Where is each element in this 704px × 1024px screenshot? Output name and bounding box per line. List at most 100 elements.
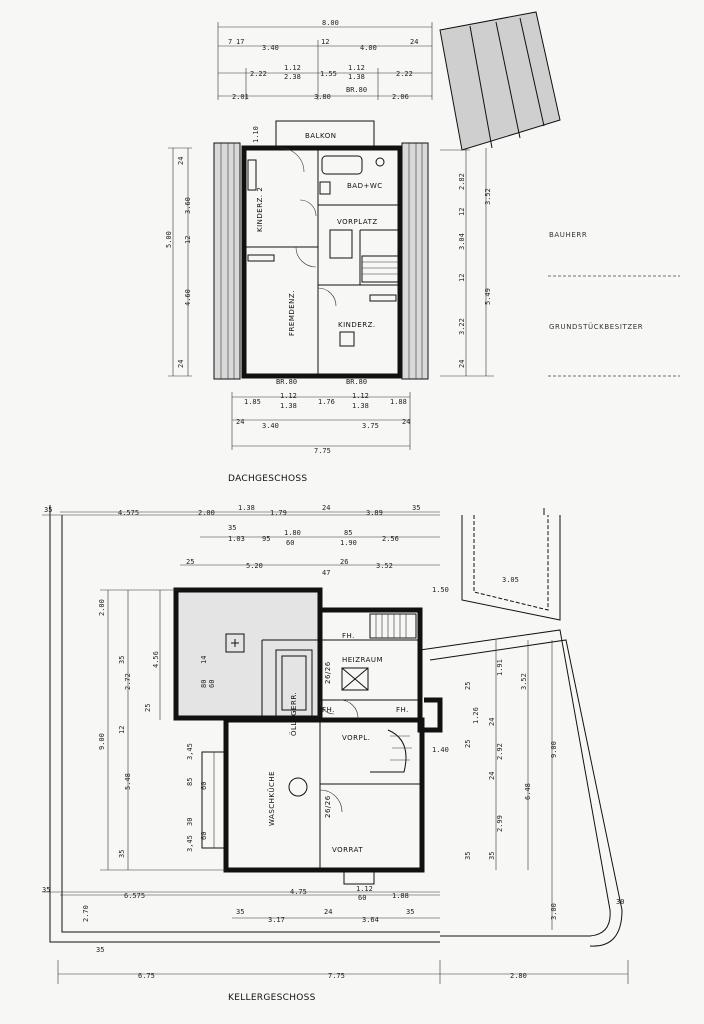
basement-dim: 3.17 (268, 916, 285, 924)
basement-dim: 60 (200, 832, 208, 840)
basement-dim: 2.00 (198, 509, 215, 517)
basement-outer-walls (223, 717, 425, 873)
attic-dim: 12 (458, 274, 466, 282)
unexcavated-zone (173, 587, 323, 721)
attic-dim: 1.88 (390, 398, 407, 406)
attic-dim: 24 (458, 360, 466, 368)
basement-dim: 35 (42, 886, 50, 894)
basement-dim: 6.575 (124, 892, 145, 900)
basement-dim: 60 (286, 539, 294, 547)
basement-dim: 35 (412, 504, 420, 512)
attic-dim: 1.55 (320, 70, 337, 78)
attic-dim: 1.38 (352, 402, 369, 410)
attic-dim: BR.80 (346, 378, 367, 386)
basement-dim: 14 (200, 656, 208, 664)
fh-label: FH. (322, 706, 335, 714)
basement-dim: 24 (488, 772, 496, 780)
basement-dim: 4.56 (152, 651, 160, 668)
basement-dim: 60 (208, 680, 216, 688)
land-owner-label: GRUNDSTÜCKBESITZER (549, 322, 643, 331)
attic-dim-total-width: 8.00 (322, 19, 339, 27)
attic-dim: 1.38 (348, 73, 365, 81)
landing-label: VORPLATZ (337, 218, 378, 226)
basement-dim: 2.92 (496, 743, 504, 760)
attic-dim: 1.12 (280, 392, 297, 400)
basement-dim: 24 (324, 908, 332, 916)
attic-dim: 2.82 (458, 173, 466, 190)
basement-dim: 3.64 (362, 916, 379, 924)
attic-dim: 1.85 (244, 398, 261, 406)
basement-dim: 47 (322, 569, 330, 577)
attic-dim: 24 (410, 38, 418, 46)
attic-dim: 1.38 (280, 402, 297, 410)
basement-dim: 35 (118, 656, 126, 664)
basement-dim: 35 (44, 506, 52, 514)
basement-dim: 1.38 (238, 504, 255, 512)
floor-drain (288, 777, 308, 797)
basement-dim: 4.75 (290, 888, 307, 896)
basement-dim: 2.72 (124, 673, 132, 690)
attic-dim: 12 (458, 208, 466, 216)
basement-dim: 2.70 (82, 905, 90, 922)
basement-plan: 35 4.575 2.00 1.38 1.79 24 3.89 35 35 1.… (42, 504, 629, 1003)
basement-dim: 24 (322, 504, 330, 512)
attic-dim: 2.01 (232, 93, 249, 101)
basement-dim: 60 (358, 894, 366, 902)
fh-label: FH. (342, 632, 355, 640)
attic-dim: 1.76 (318, 398, 335, 406)
attic-dim: 4.60 (184, 289, 192, 306)
owner-label: BAUHERR (549, 231, 587, 239)
attic-dim: 24 (177, 360, 185, 368)
attic-dim: BR.80 (276, 378, 297, 386)
basement-title: KELLERGESCHOSS (228, 993, 316, 1003)
basement-dim: 25 (144, 704, 152, 712)
attic-dim: 24 (402, 418, 410, 426)
attic-dim: 12 (184, 236, 192, 244)
basement-dim: 6.48 (524, 783, 532, 800)
basement-dim: 1.80 (284, 529, 301, 537)
attic-dim: 1.10 (252, 126, 260, 143)
laundry-label: WASCHKÜCHE (267, 771, 276, 826)
basement-dim: 9.00 (550, 741, 558, 758)
child-room-label: KINDERZ. (338, 321, 376, 329)
basement-dim: 25 (464, 682, 472, 690)
attic-dim: 17 (236, 38, 244, 46)
basement-dim: 35 (228, 524, 236, 532)
attic-dim: 2.22 (250, 70, 267, 78)
storage-label: VORRAT (332, 846, 363, 854)
basement-dim: 4.575 (118, 509, 139, 517)
basement-dim: 7.75 (328, 972, 345, 980)
basement-dim: 1.40 (432, 746, 449, 754)
basement-dim: 60 (200, 782, 208, 790)
attic-plan: 8.00 7 17 3.40 12 4.00 24 2.22 1.12 2.38… (165, 19, 494, 484)
attic-dim: 7 (228, 38, 232, 46)
basement-dim: 3.00 (550, 903, 558, 920)
basement-dim: 1.88 (392, 892, 409, 900)
basement-dim: 3,45 (186, 835, 194, 852)
attic-dim: 3.40 (262, 422, 279, 430)
attic-dim: 3.75 (362, 422, 379, 430)
basement-dim: 80 (200, 680, 208, 688)
basement-dim: 35 (406, 908, 414, 916)
basement-dim: 30 (616, 898, 624, 906)
basement-dim: 2.80 (510, 972, 527, 980)
fh-label: FH. (396, 706, 409, 714)
attic-dim: 3.22 (458, 318, 466, 335)
basement-dim: 24 (488, 718, 496, 726)
attic-dim: BR.80 (346, 86, 367, 94)
attic-dim: 5.49 (484, 288, 492, 305)
basement-dim: 2.56 (382, 535, 399, 543)
guest-room-label: FREMDENZ. (288, 290, 296, 336)
basement-dim: 5.20 (246, 562, 263, 570)
bath-label: BAD+WC (347, 182, 383, 190)
basement-dim: 12 (118, 726, 126, 734)
attic-dim: 2.22 (396, 70, 413, 78)
attic-outer-walls (241, 145, 403, 379)
basement-dim: 95 (262, 535, 270, 543)
attic-dim: 2.38 (284, 73, 301, 81)
attic-dim: 3.04 (458, 233, 466, 250)
attic-title: DACHGESCHOSS (228, 474, 307, 484)
basement-dim: 5.48 (124, 773, 132, 790)
hall-label: VORPL. (342, 734, 370, 742)
basement-dim: 26 (340, 558, 348, 566)
